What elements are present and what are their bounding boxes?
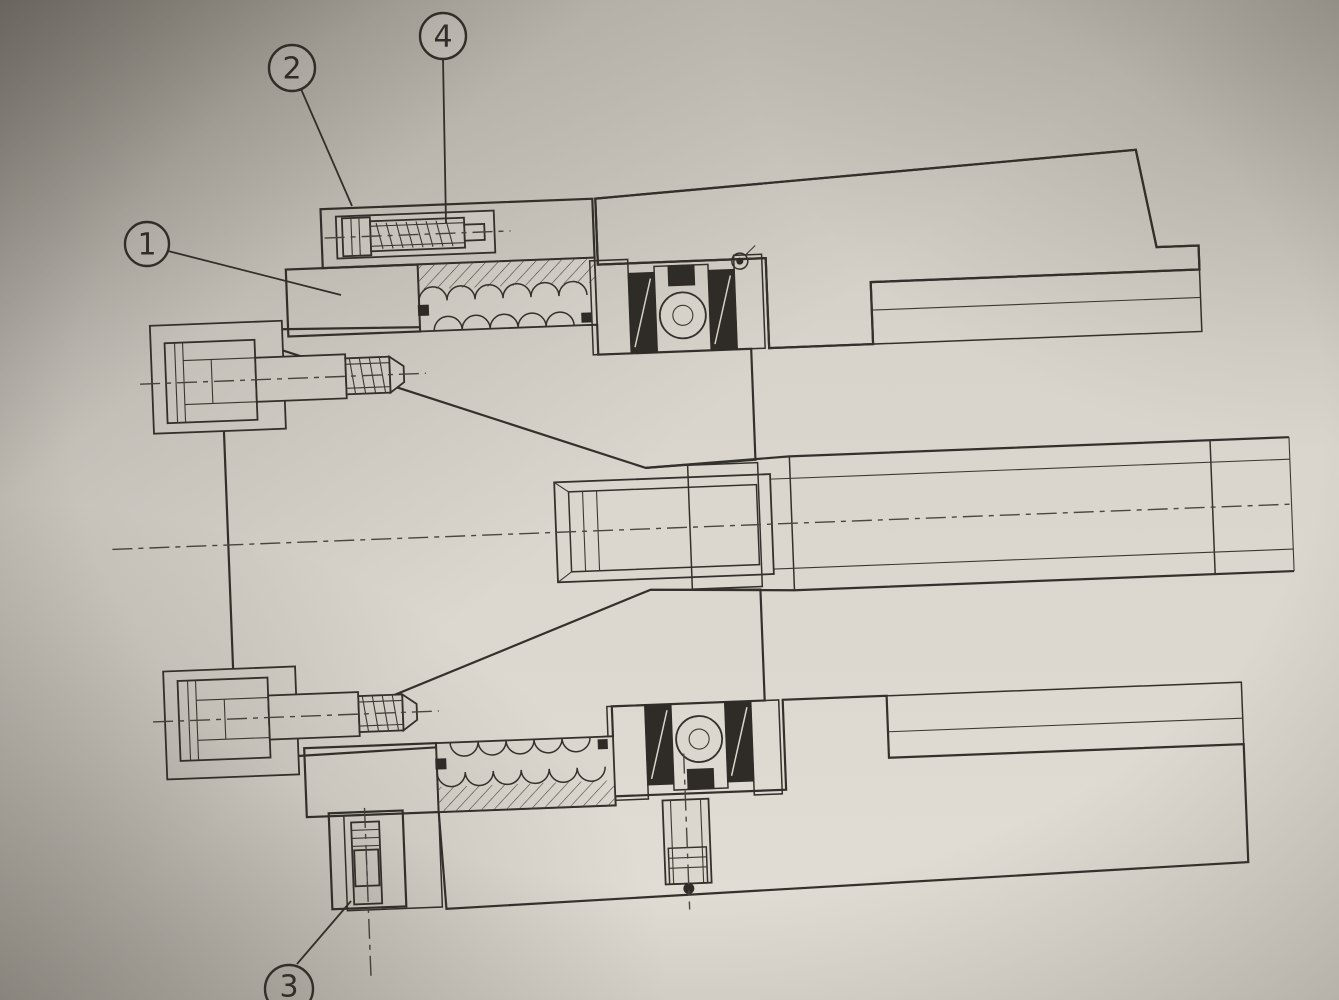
callout-4-label: 4 (433, 20, 452, 55)
spring-washers-top (416, 256, 599, 333)
callout-2-label: 2 (282, 52, 301, 87)
callout-1-label: 1 (137, 228, 156, 263)
callout-3-label: 3 (279, 970, 298, 1000)
drawbar (553, 461, 775, 590)
spring-washers-bottom (435, 735, 617, 814)
